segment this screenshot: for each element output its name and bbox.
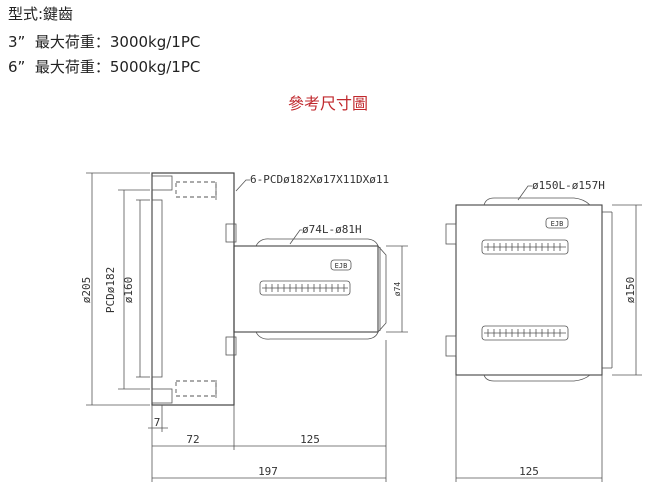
bolt-hole-hidden-bottom [175,380,217,397]
label-dim-7: 7 [154,416,161,429]
reference-drawing-title: 參考尺寸圖 [287,94,368,113]
brand-label-left: EJB [335,262,348,270]
label-axle-left: ø74L-ø81H [302,223,362,236]
brand-logo-left [330,259,352,271]
hub-flange [151,172,235,406]
end-view-axle: EJB [445,197,613,382]
label-dia-160: ø160 [122,277,135,304]
right-horizontal-dimension: 125 [455,375,603,482]
left-vertical-dimensions: ø205 PCDø182 ø160 [80,172,150,406]
label-bolt-pattern: 6-PCDø182Xø17X11DXø11 [250,173,389,186]
spec-3in-load: 3” 最大荷重：3000kg/1PC [8,33,201,51]
label-pcd-182: PCDø182 [104,267,117,313]
right-vertical-dimension: ø150 [612,204,642,376]
spec-6in-load: 6” 最大荷重：5000kg/1PC [8,58,201,76]
label-dia-74: ø74 [393,282,402,297]
hub-flange-step [151,199,163,378]
keyway-slot-left [259,280,351,296]
brand-label-right: EJB [551,220,564,228]
bolt-hole-hidden-top [175,181,217,198]
keyway-slot-upper [481,239,569,255]
label-dim-125-right: 125 [519,465,539,478]
label-dim-197: 197 [258,465,278,478]
label-dia-205: ø205 [80,277,93,304]
brand-logo-right [545,217,569,229]
axle-end-body [455,204,603,376]
spec-type-line: 型式:鍵齒 [8,5,74,23]
keyway-slot-lower [481,325,569,341]
axle-dia-dimension: ø74 [386,245,408,333]
label-axle-right: ø150L-ø157H [532,179,605,192]
side-view-hub: EJB [151,172,387,406]
label-dim-125-left: 125 [300,433,320,446]
axle-body [233,245,379,333]
left-horizontal-dimensions: 7 72 125 197 [148,340,387,482]
label-dia-150: ø150 [624,277,637,304]
label-dim-72: 72 [186,433,199,446]
